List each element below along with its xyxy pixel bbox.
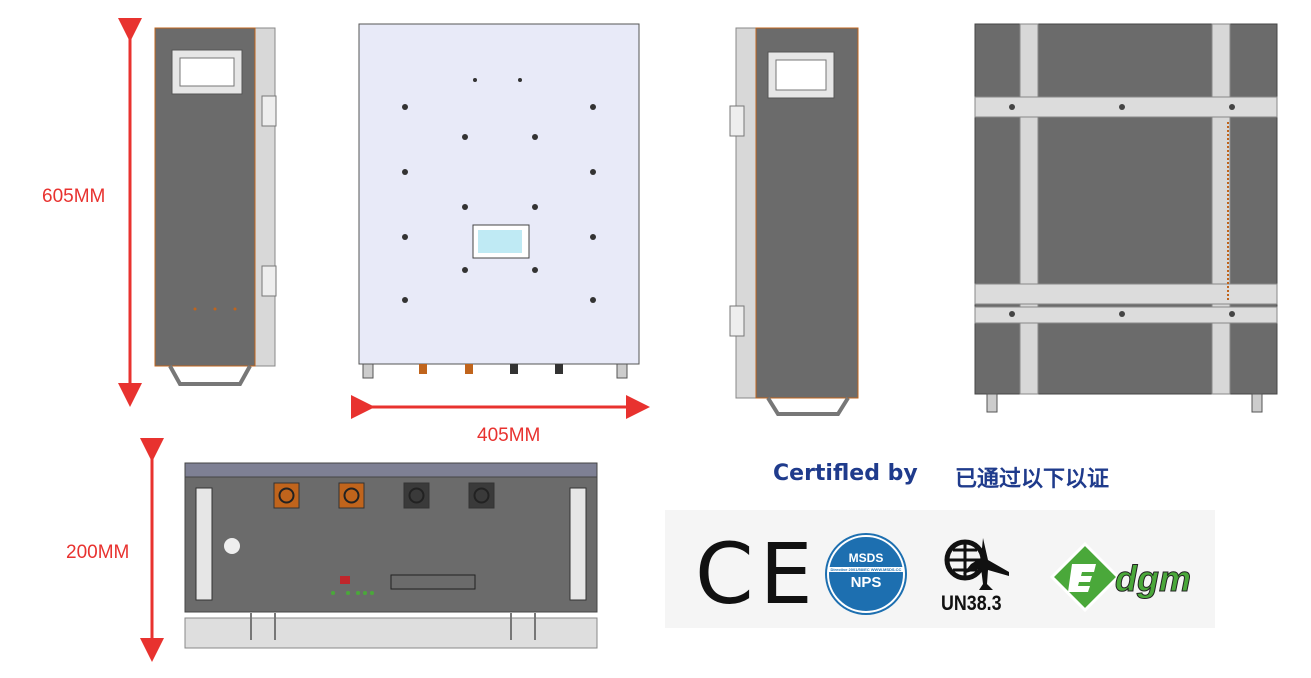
side-view-right	[729, 27, 859, 416]
dgm-diamond-icon	[1049, 541, 1121, 613]
cert-logos-panel: CE MSDS Directive 2001/58/EC WWW.MSDS.CC…	[665, 510, 1215, 628]
nps-text: NPS	[850, 574, 882, 591]
msds-directive-text: Directive 2001/58/EC WWW.MSDS.CC	[829, 567, 903, 572]
msds-text: MSDS	[848, 551, 884, 565]
globe-plane-icon	[944, 538, 1009, 590]
un38-3-logo: UN38.3	[941, 592, 1002, 615]
width-label: 405MM	[477, 425, 541, 446]
certified-by-label-zh: 已通过以下以证	[955, 467, 1110, 492]
ce-mark-logo: CE	[695, 525, 819, 623]
front-view	[358, 23, 640, 379]
certified-by-label: Certifled by	[773, 461, 918, 486]
side-view-left	[154, 27, 277, 386]
bottom-view	[184, 462, 598, 649]
height-label: 605MM	[42, 186, 106, 207]
back-view	[974, 23, 1278, 413]
depth-label: 200MM	[66, 542, 130, 563]
dgm-logo: dgm	[1115, 558, 1192, 600]
msds-nps-logo: MSDS Directive 2001/58/EC WWW.MSDS.CC NP…	[827, 535, 905, 613]
